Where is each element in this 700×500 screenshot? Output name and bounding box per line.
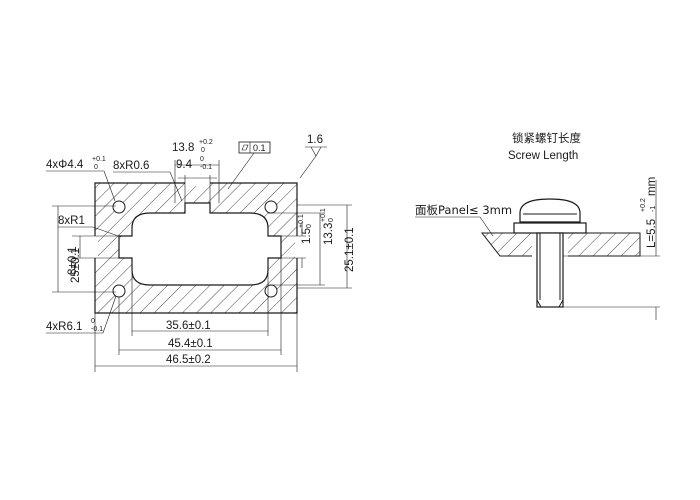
panel-label: 面板Panel≤ 3mm <box>415 203 512 217</box>
screw-head <box>519 198 581 223</box>
slot-width-label: 9.4 <box>176 159 193 171</box>
mounting-hole-tr <box>264 200 278 214</box>
length-tol-lower: -1 <box>650 206 657 212</box>
length-tol-upper: +0.2 <box>640 198 647 212</box>
width-465-label: 46.5±0.2 <box>166 354 211 366</box>
corner-r61-tol-upper: 0 <box>91 318 95 325</box>
cut-width-label: 13.8 <box>172 142 194 154</box>
mounting-hole-tl <box>112 200 126 214</box>
height-133-tol-upper: +0.1 <box>320 208 327 222</box>
roughness-label: 1.6 <box>307 134 323 146</box>
width-356-label: 35.6±0.1 <box>166 320 211 332</box>
corner-r06-label: 8xR0.6 <box>113 160 149 172</box>
slot-15-tol-lower: 0 <box>306 224 313 228</box>
length-unit: mm <box>646 177 658 196</box>
width-454-label: 45.4±0.1 <box>168 338 213 350</box>
height-133-tol-lower: 0 <box>328 218 335 222</box>
cut-width-tol-lower: 0 <box>201 147 205 154</box>
slot-width-tol-upper: 0 <box>200 156 204 163</box>
corner-r1-label: 8xR1 <box>58 215 85 227</box>
screw-length-view: 锁紧螺钉长度 Screw Length 面板Panel≤ 3mm L=5.5 +… <box>415 131 660 320</box>
roughness-icon <box>305 146 327 157</box>
holes-tol-upper: +0.1 <box>92 156 106 163</box>
holes-tol-lower: 0 <box>94 164 98 171</box>
panel-cutout-view: 13.8 +0.2 0 9.4 0 -0.1 0.1 1.6 4xΦ4.4 +0… <box>46 134 356 372</box>
screw-title-cn: 锁紧螺钉长度 <box>512 131 581 145</box>
slot-15-tol-upper: +0.1 <box>298 214 305 228</box>
corner-r61-label: 4xR6.1 <box>46 321 82 333</box>
cut-width-tol-upper: +0.2 <box>199 139 213 146</box>
height-8-label: 8±0.1 <box>67 246 79 275</box>
screw-washer <box>513 222 587 234</box>
roughness-symbol: 1.6 <box>299 134 327 179</box>
screw-title-en: Screw Length <box>508 150 578 162</box>
height-251-label: 25.1±0.1 <box>344 227 356 272</box>
slot-width-tol-lower: -0.1 <box>200 164 212 171</box>
length-label: L=5.5 <box>646 219 658 248</box>
flatness-value: 0.1 <box>253 143 266 153</box>
slot-15-label: 1.5 <box>301 228 313 244</box>
mounting-hole-br <box>264 284 278 298</box>
flatness-tolerance-frame: 0.1 <box>227 141 271 190</box>
mounting-hole-bl <box>112 284 126 298</box>
screw-shank <box>536 232 564 308</box>
height-25-label: 25±0.1 <box>70 248 82 283</box>
height-133-label: 13.3 <box>323 223 335 245</box>
holes-label: 4xΦ4.4 <box>46 159 84 171</box>
flatness-icon <box>241 144 249 151</box>
corner-r61-tol-lower: -0.1 <box>91 326 103 333</box>
